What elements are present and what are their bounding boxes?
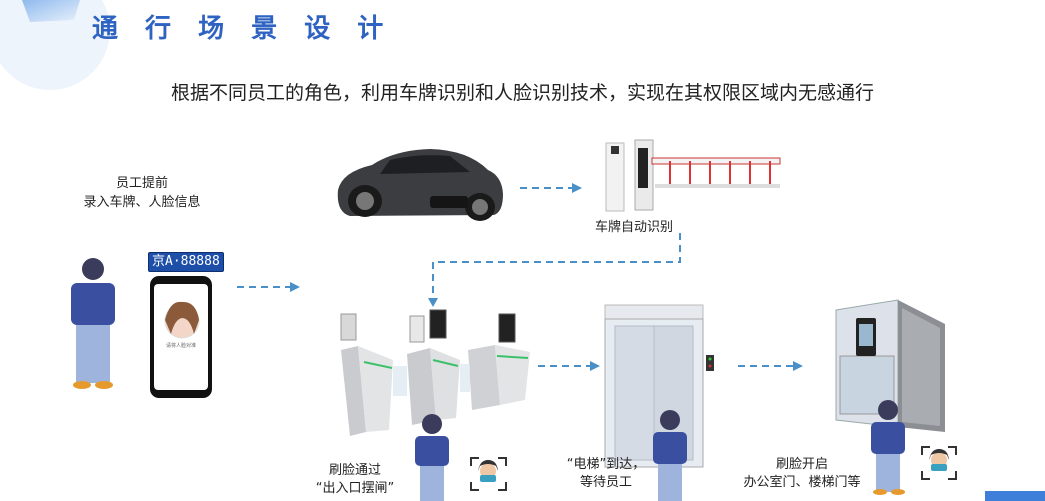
car-illustration xyxy=(337,149,503,221)
decor-bottom-bar xyxy=(985,491,1045,501)
label-elevator-line1: “电梯”到达， xyxy=(566,457,646,472)
phone-screen-text: 请将人脸对准 xyxy=(165,343,196,349)
face-scan-icon xyxy=(470,457,507,491)
person-at-door xyxy=(871,400,905,495)
decor-corner-shape xyxy=(22,0,80,22)
page-subtitle: 根据不同员工的角色，利用车牌识别和人脸识别技术，实现在其权限区域内无感通行 xyxy=(170,82,874,104)
license-plate: 京A·88888 xyxy=(148,252,224,272)
door-illustration xyxy=(835,299,945,432)
person-at-elevator xyxy=(653,410,687,501)
person-employee-enroll xyxy=(71,258,115,389)
label-enroll-line2: 录入车牌、人脸信息 xyxy=(83,195,201,210)
barrier-gate-illustration xyxy=(605,139,781,212)
page-title: 通 行 场 景 设 计 xyxy=(92,14,393,44)
label-enroll-line1: 员工提前 xyxy=(115,176,168,191)
label-gate-line2: “出入口摆闸” xyxy=(315,481,395,496)
person-at-gate xyxy=(415,414,449,501)
label-door-line1: 刷脸开启 xyxy=(775,457,828,472)
turnstile-gates-illustration xyxy=(340,309,530,436)
label-door-line2: 办公室门、楼梯门等 xyxy=(743,475,861,490)
label-elevator-line2: 等待员工 xyxy=(579,475,632,490)
phone-illustration xyxy=(150,276,212,398)
label-gate-line1: 刷脸通过 xyxy=(328,463,381,478)
face-scan-icon xyxy=(921,446,957,480)
label-plate-recognition: 车牌自动识别 xyxy=(594,220,673,235)
arrow-barrier-to-gates xyxy=(432,233,681,300)
